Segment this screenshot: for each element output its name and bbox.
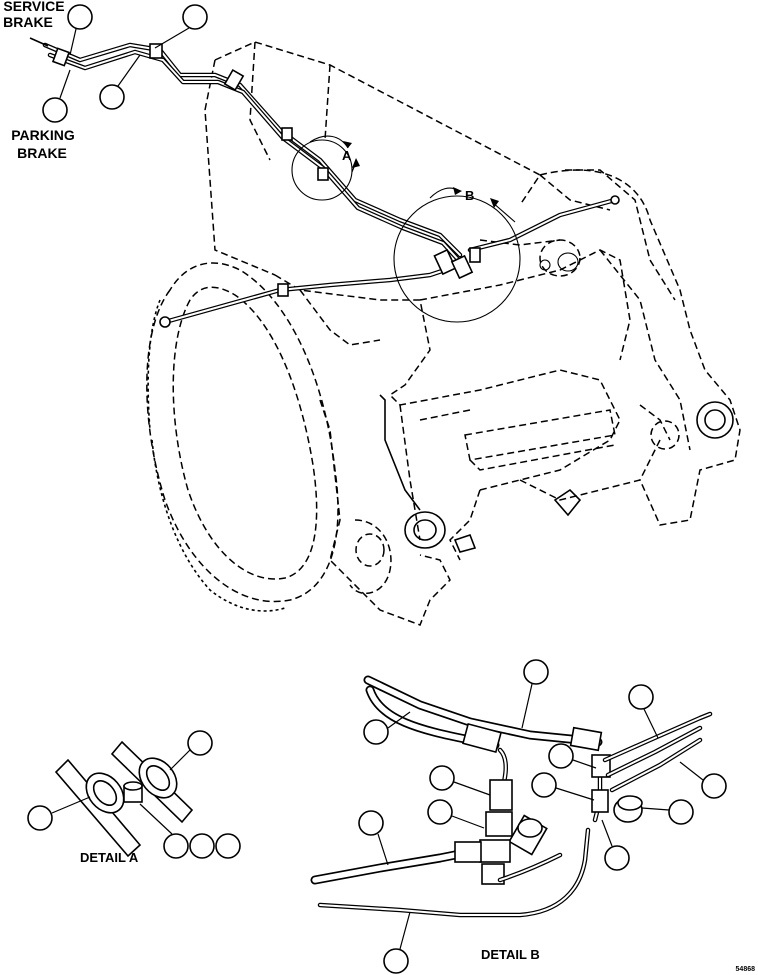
text-labels: SERVICE BRAKE PARKING BRAKE A B DETAIL A… <box>3 0 755 973</box>
brake-lines-main <box>29 37 620 328</box>
detail-a-title: DETAIL A <box>80 850 139 865</box>
figure-number: 54868 <box>736 966 756 973</box>
view-b-label: B <box>465 188 474 203</box>
service-brake-label-line1: SERVICE <box>3 0 64 14</box>
service-brake-label-line2: BRAKE <box>3 14 53 30</box>
parking-brake-label-line2: BRAKE <box>17 145 67 161</box>
axle-housing-outline <box>204 41 741 626</box>
pivot-bosses <box>355 239 734 567</box>
view-a-label: A <box>342 148 352 163</box>
detail-b-callouts <box>358 659 727 974</box>
detail-b-drawing <box>310 675 713 918</box>
parking-brake-label-line1: PARKING <box>11 127 75 143</box>
callouts-top <box>42 4 208 123</box>
detail-b-title: DETAIL B <box>481 947 540 962</box>
detail-indicators <box>291 135 521 323</box>
detail-a-callouts <box>27 730 241 859</box>
detail-a-drawing <box>54 740 194 858</box>
wheel-flange <box>146 262 339 612</box>
